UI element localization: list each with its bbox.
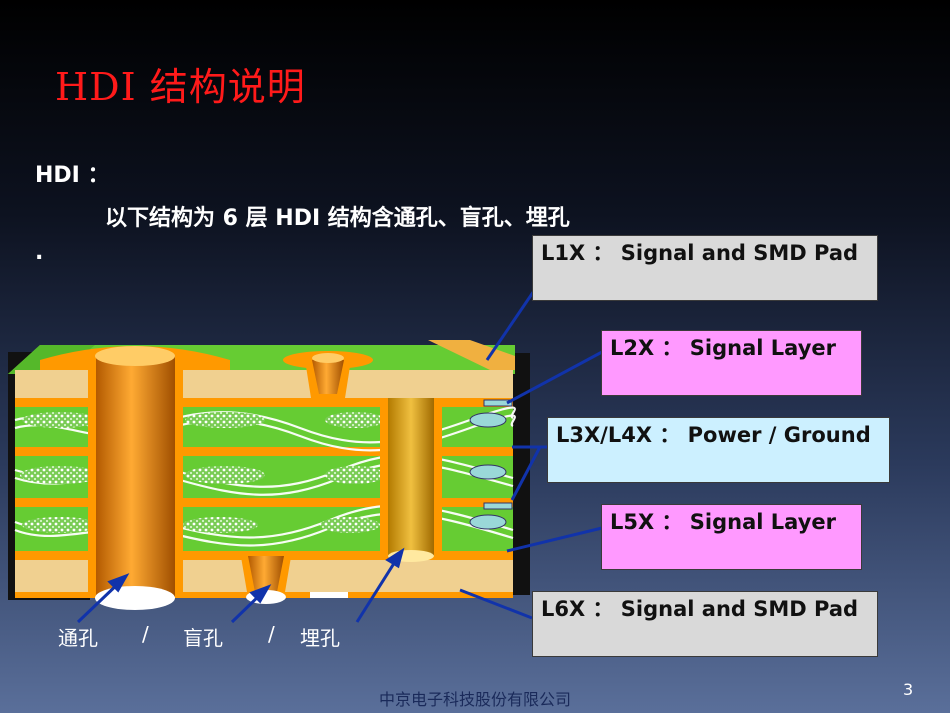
board-right-edge (510, 353, 530, 595)
slide-title: HDI 结构说明 (55, 65, 306, 109)
hdi-description: 以下结构为 6 层 HDI 结构含通孔、盲孔、埋孔 . (35, 206, 570, 265)
layer-label-l3x-l4x: L3X/L4X ： Power / Ground (547, 417, 890, 483)
blind-via-top (283, 351, 373, 398)
fibre-bundles (20, 399, 513, 533)
layer-label-l6x: L6X ： Signal and SMD Pad (532, 591, 878, 657)
legend-separator: / (142, 622, 149, 646)
blind-hole-label: 盲孔 (183, 626, 223, 650)
layer-label-l2x: L2X ： Signal Layer (601, 330, 862, 396)
top-right-pad (428, 340, 515, 370)
buried-hole-label: 埋孔 (300, 626, 340, 650)
layer-label-l5x: L5X ： Signal Layer (601, 504, 862, 570)
through-hole-label: 通孔 (58, 626, 98, 650)
through-hole-via (40, 346, 230, 610)
hdi-heading: HDI ： (35, 163, 110, 188)
legend-separator: / (268, 622, 275, 646)
layer-callout-lines (459, 281, 603, 620)
hole-type-arrows (76, 547, 405, 624)
page-number: 3 (903, 680, 914, 699)
buried-via (380, 398, 442, 562)
company-footer: 中京电子科技股份有限公司 (378, 690, 571, 709)
layer-label-l1x: L1X ： Signal and SMD Pad (532, 235, 878, 301)
